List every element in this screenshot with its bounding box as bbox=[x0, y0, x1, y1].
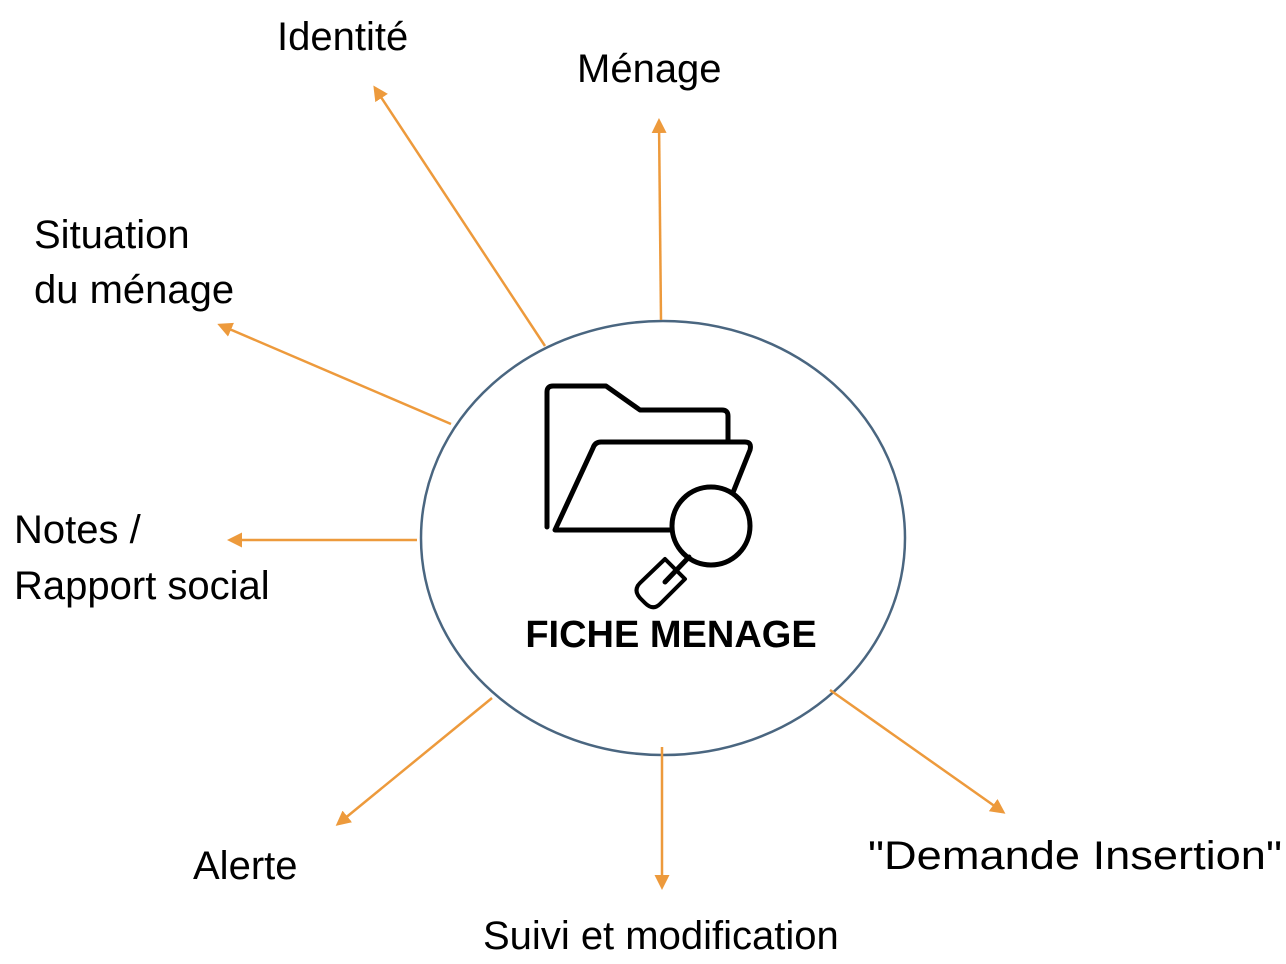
arrows bbox=[217, 85, 1006, 890]
label-menage: Ménage bbox=[577, 47, 722, 91]
label-identite: Identité bbox=[277, 15, 408, 59]
label-situation-line1: Situation bbox=[34, 213, 190, 257]
arrow-identite bbox=[373, 85, 547, 347]
center-circle bbox=[419, 319, 907, 757]
label-suivi: Suivi et modification bbox=[483, 914, 839, 958]
center-title: FICHE MENAGE bbox=[525, 614, 816, 656]
label-alerte: Alerte bbox=[193, 844, 298, 888]
arrow-alerte bbox=[335, 697, 493, 826]
label-situation-line2: du ménage bbox=[34, 268, 234, 312]
label-demande: "Demande Insertion" bbox=[868, 834, 1282, 878]
arrow-demande bbox=[829, 688, 1006, 814]
arrow-situation bbox=[217, 322, 452, 426]
arrow-menage bbox=[651, 118, 667, 321]
label-notes-line1: Notes / bbox=[14, 508, 142, 552]
label-notes-line2: Rapport social bbox=[14, 564, 270, 608]
folder-search-icon bbox=[544, 383, 753, 610]
